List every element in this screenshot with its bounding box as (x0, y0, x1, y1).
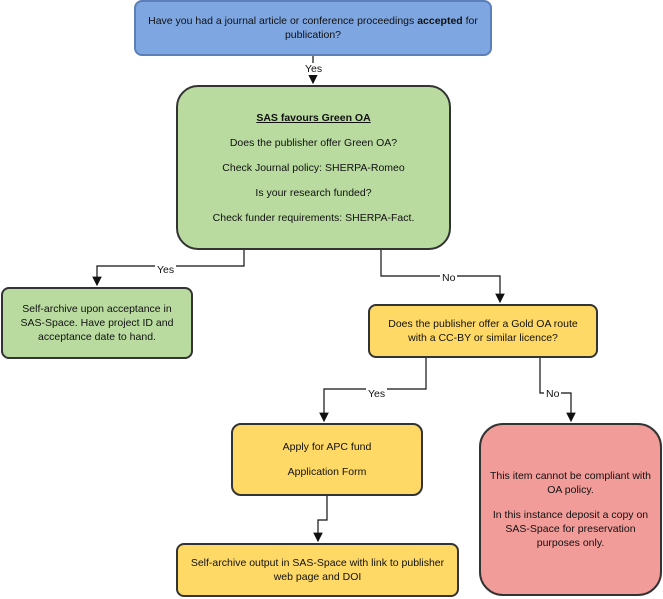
edge-label-gold-no: No (544, 388, 562, 400)
green-oa-title: SAS favours Green OA (256, 111, 371, 124)
gold-oa-line1: Does the publisher offer a Gold OA route (388, 318, 578, 330)
not-compliant-line4: SAS-Space for preservation (505, 523, 636, 535)
green-oa-q3: Is your research funded? (255, 186, 372, 199)
edge-label-start-yes: Yes (303, 63, 325, 75)
self-archive-line3: acceptance date to hand. (38, 331, 156, 343)
edge-label-green-yes: Yes (155, 264, 177, 276)
start-question-line1: Have you had a journal article or confer… (148, 15, 478, 27)
green-oa-node: SAS favours Green OA Does the publisher … (176, 85, 451, 250)
self-archive-line1: Self-archive upon acceptance in (22, 303, 172, 315)
self-archive-line2: SAS-Space. Have project ID and (20, 317, 174, 329)
self-archive-output-node: Self-archive output in SAS-Space with li… (176, 543, 459, 597)
green-oa-q1: Does the publisher offer Green OA? (229, 136, 398, 149)
apc-fund-node: Apply for APC fund Application Form (231, 423, 423, 496)
self-archive-output-line2: web page and DOI (273, 571, 362, 583)
not-compliant-line2: OA policy. (547, 484, 594, 496)
green-oa-q2: Check Journal policy: SHERPA-Romeo (222, 161, 405, 174)
apc-line2: Application Form (287, 466, 367, 478)
not-compliant-line3: In this instance deposit a copy on (492, 509, 649, 521)
not-compliant-line5: purposes only. (536, 537, 605, 549)
accepted-emphasis: accepted (417, 15, 463, 27)
edge-apc-to-output (313, 496, 328, 543)
edge-label-gold-yes: Yes (366, 388, 388, 400)
self-archive-output-line1: Self-archive output in SAS-Space with li… (190, 557, 445, 569)
apc-line1: Apply for APC fund (282, 441, 372, 453)
self-archive-node: Self-archive upon acceptance in SAS-Spac… (1, 287, 193, 359)
start-question-line2: publication? (284, 29, 342, 41)
not-compliant-node: This item cannot be compliant with OA po… (479, 423, 662, 596)
not-compliant-line1: This item cannot be compliant with (489, 470, 652, 482)
gold-oa-line2: with a CC-BY or similar licence? (408, 332, 558, 344)
edge-label-green-no: No (440, 272, 458, 284)
start-question-node: Have you had a journal article or confer… (134, 0, 492, 56)
green-oa-q4: Check funder requirements: SHERPA-Fact. (212, 211, 415, 224)
gold-oa-node: Does the publisher offer a Gold OA route… (368, 304, 598, 358)
